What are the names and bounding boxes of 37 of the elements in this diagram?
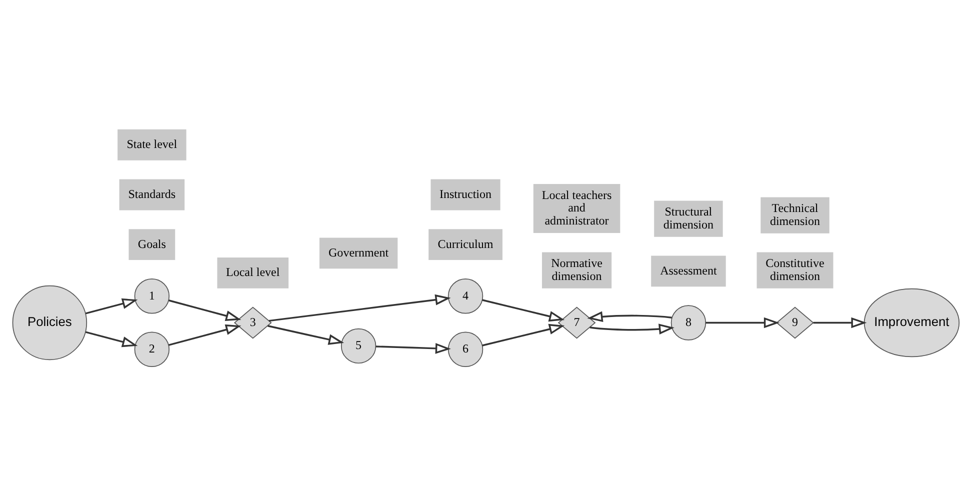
arrow: [168, 324, 242, 346]
arrow: [482, 298, 565, 322]
arrow: [590, 323, 674, 334]
arrow: [268, 294, 451, 322]
arrow: [168, 299, 242, 321]
node-circle: 2: [134, 331, 170, 366]
node-circle: 6: [448, 331, 484, 366]
node-box: Normative dimension: [542, 252, 612, 288]
node-box: Technical dimension: [760, 196, 830, 233]
node-box: Assessment: [651, 255, 726, 286]
node-diamond: 7: [558, 306, 596, 338]
node-circle: 4: [448, 278, 484, 314]
node-box: Local teachers and administrator: [533, 184, 620, 232]
arrow: [85, 330, 138, 347]
node-box: Structural dimension: [654, 200, 723, 236]
arrow: [85, 298, 138, 314]
arrow: [482, 323, 565, 346]
node-diamond: 3: [234, 306, 272, 338]
arrow: [268, 324, 344, 344]
node-box: Curriculum: [428, 228, 502, 260]
node-box: Government: [319, 237, 398, 268]
arrow: [706, 316, 780, 328]
node-box: Instruction: [430, 178, 500, 210]
arrow: [587, 310, 672, 322]
node-diamond: 9: [776, 306, 814, 338]
node-box: Local level: [217, 256, 289, 288]
arrow: [813, 316, 867, 328]
node-circle: 8: [670, 304, 706, 340]
node-box: State level: [118, 128, 186, 160]
node-circle: 5: [340, 328, 376, 364]
node-box: Constitutive dimension: [756, 252, 834, 288]
arrow: [376, 342, 451, 354]
node-ellipse: Improvement: [864, 288, 960, 357]
node-circle: Policies: [12, 284, 88, 360]
node-circle: 1: [134, 278, 170, 314]
node-box: Standards: [119, 178, 185, 210]
node-box: Goals: [128, 228, 176, 260]
